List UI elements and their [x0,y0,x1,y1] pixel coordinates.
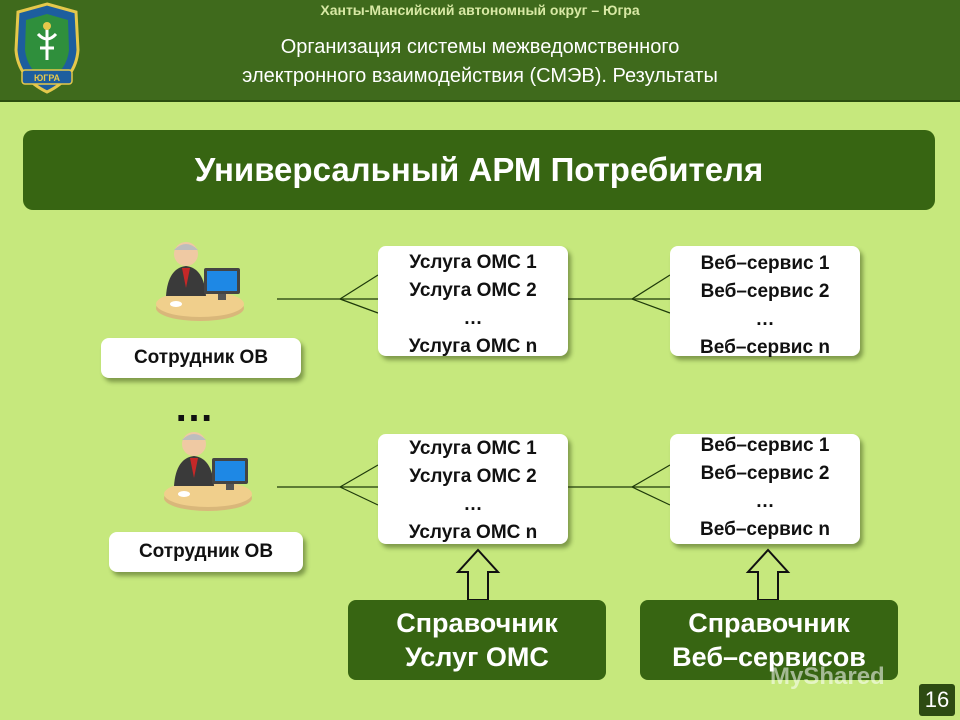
service-item: Услуга ОМС 1 [409,252,537,273]
service-item: Услуга ОМС n [408,522,538,543]
web-service-item: Веб–сервис n [700,337,830,358]
service-item: … [463,308,483,329]
web-service-item: … [755,309,775,330]
service-item: Услуга ОМС 2 [409,280,537,301]
directory-services-line-1: Справочник [396,608,558,638]
services-box: Услуга ОМС 1 Услуга ОМС 2 … Услуга ОМС n [378,434,568,544]
web-services-box: Веб–сервис 1 Веб–сервис 2 … Веб–сервис n [670,434,860,544]
directory-web-services: Справочник Веб–сервисов [640,600,898,680]
header-bar: ЮГРА Ханты-Мансийский автономный округ –… [0,0,960,102]
emblem-icon: ЮГРА [14,2,80,94]
watermark: MyShared [770,663,885,690]
web-services-box: Веб–сервис 1 Веб–сервис 2 … Веб–сервис n [670,246,860,358]
services-box: Услуга ОМС 1 Услуга ОМС 2 … Услуга ОМС n [378,246,568,357]
title-line-1: Организация системы межведомственного [280,36,680,58]
employee-computer-icon [164,432,252,511]
web-service-item: Веб–сервис n [700,519,830,540]
title-line-2: электронного взаимодействия (СМЭВ). Резу… [242,65,718,87]
web-service-item: Веб–сервис 2 [700,463,830,484]
web-service-item: Веб–сервис 1 [700,253,830,274]
directory-services: Справочник Услуг ОМС [348,600,606,680]
svg-text:ЮГРА: ЮГРА [34,73,61,83]
service-item: Услуга ОМС 1 [409,438,537,459]
service-item: Услуга ОМС n [408,336,538,357]
arrow-up-icon [455,548,501,601]
web-service-item: Веб–сервис 1 [700,435,830,456]
web-service-item: … [755,491,775,512]
arm-banner: Универсальный АРМ Потребителя [23,130,935,210]
region-name: Ханты-Мансийский автономный округ – Югра [320,2,640,18]
ellipsis: … [174,386,216,430]
directory-web-line-2: Веб–сервисов [672,642,866,672]
page-number: 16 [919,684,955,716]
employee-label: Сотрудник ОВ [101,338,301,378]
arrow-up-icon [745,548,791,601]
service-item: Услуга ОМС 2 [409,466,537,487]
directory-services-line-2: Услуг ОМС [405,642,549,672]
service-item: … [463,494,483,515]
directory-web-line-1: Справочник [688,608,850,638]
web-service-item: Веб–сервис 2 [700,281,830,302]
employee-label: Сотрудник ОВ [109,532,303,572]
page-title: Организация системы межведомственного эл… [120,33,840,91]
employee-computer-icon [156,242,244,321]
